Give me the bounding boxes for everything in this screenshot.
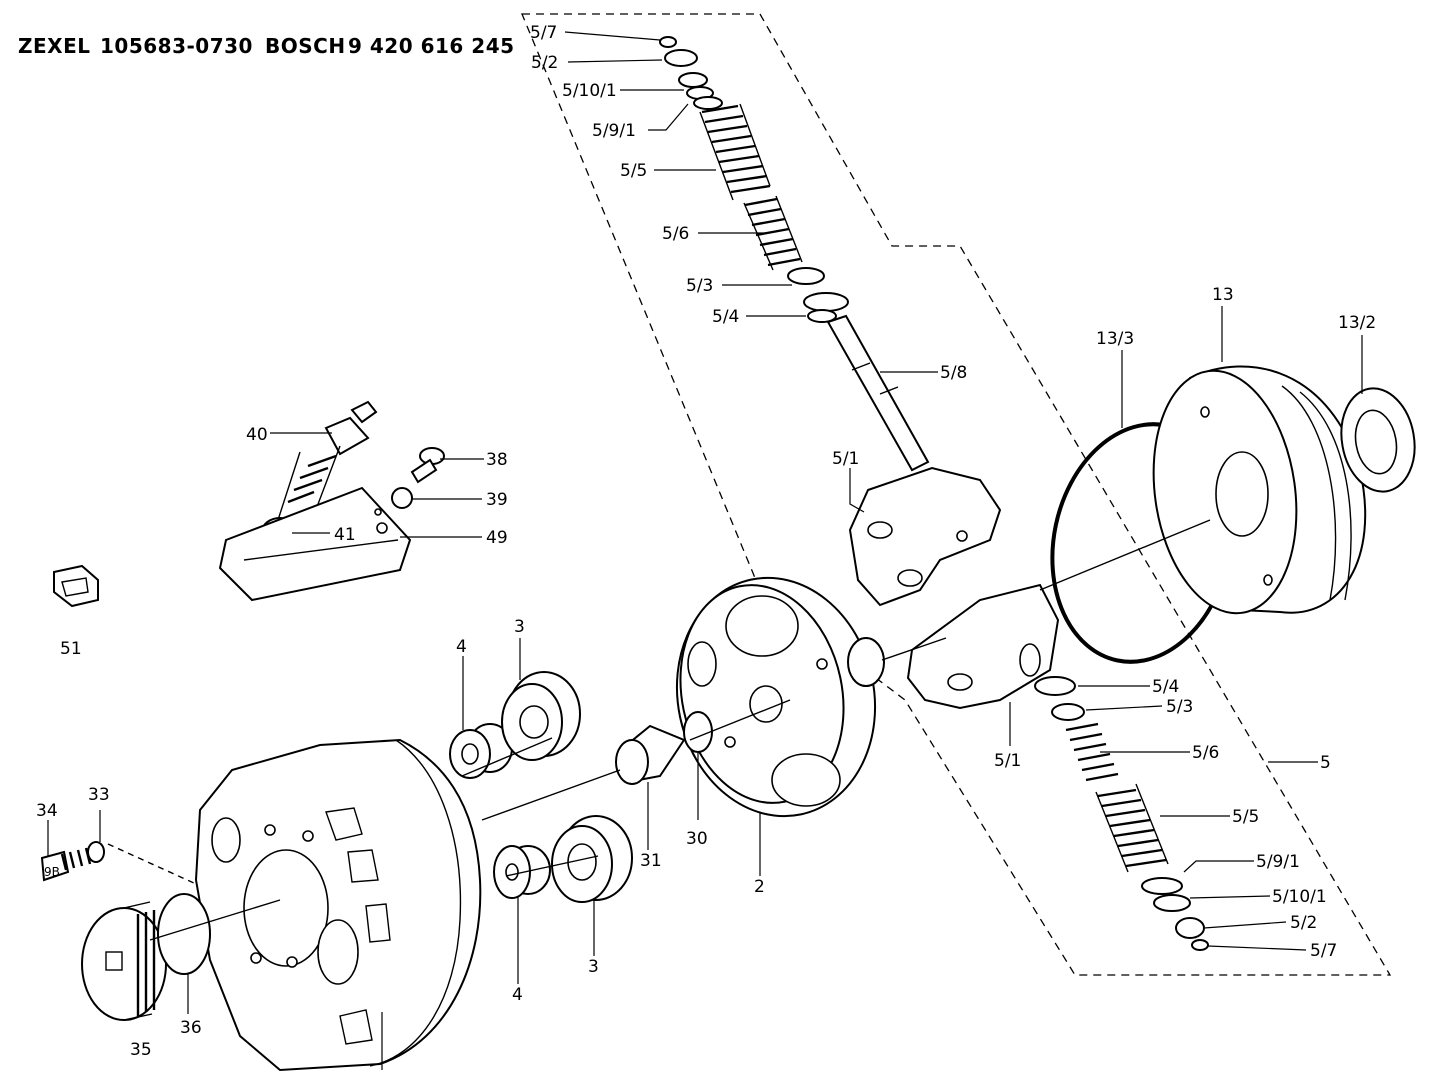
bushing xyxy=(615,724,686,785)
label-3-lower: 3 xyxy=(588,957,599,977)
bosch-part-number: 9 420 616 245 xyxy=(348,34,515,58)
sealing-ring xyxy=(157,893,211,975)
zexel-part-number: 105683-0730 xyxy=(100,34,253,58)
screw-and-washer xyxy=(391,447,445,509)
label-35: 35 xyxy=(130,1040,152,1060)
label-5-4-lower: 5/4 xyxy=(1152,677,1179,697)
roller-bearing-lower xyxy=(551,815,633,903)
pump-housing xyxy=(194,738,482,1072)
part-labels: 5/7 5/2 5/10/1 5/9/1 5/5 5/6 5/3 5/4 5/8… xyxy=(36,23,1376,1060)
label-39: 39 xyxy=(486,490,508,510)
center-axis-right xyxy=(1039,519,1211,591)
label-5-3-top: 5/3 xyxy=(686,276,713,296)
label-4-upper: 4 xyxy=(456,637,467,657)
bolt-guide-line xyxy=(107,843,197,885)
upper-spring-stack xyxy=(659,36,849,323)
mounting-plate xyxy=(218,486,412,602)
lower-piston-holder xyxy=(906,583,1060,710)
bolt-and-washer xyxy=(40,841,105,882)
roller-bearing-upper xyxy=(501,671,581,761)
label-5-4-top: 5/4 xyxy=(712,307,739,327)
label-4-lower: 4 xyxy=(512,985,523,1005)
label-5-5-top: 5/5 xyxy=(620,161,647,181)
thrust-washer xyxy=(683,711,713,753)
label-5-8: 5/8 xyxy=(940,363,967,383)
label-5-9-1-lower: 5/9/1 xyxy=(1256,852,1300,872)
label-5-7-top: 5/7 xyxy=(530,23,557,43)
label-38: 38 xyxy=(486,450,508,470)
bolt-stamp: 9B xyxy=(44,865,60,879)
label-5-2-top: 5/2 xyxy=(531,53,558,73)
label-5: 5 xyxy=(1320,753,1331,773)
brand-zexel: ZEXEL xyxy=(18,34,91,58)
label-13: 13 xyxy=(1212,285,1234,305)
label-5-5-lower: 5/5 xyxy=(1232,807,1259,827)
end-cover xyxy=(1152,365,1367,615)
label-33: 33 xyxy=(88,785,110,805)
label-5-7-lower: 5/7 xyxy=(1310,941,1337,961)
label-49: 49 xyxy=(486,528,508,548)
label-41: 41 xyxy=(334,525,356,545)
label-5-9-1-top: 5/9/1 xyxy=(592,121,636,141)
lower-spring-stack xyxy=(1034,676,1209,951)
upper-piston-holder xyxy=(848,466,1002,607)
label-5-3-lower: 5/3 xyxy=(1166,697,1193,717)
label-31: 31 xyxy=(640,851,662,871)
label-13-2: 13/2 xyxy=(1338,313,1376,333)
label-5-1-lower: 5/1 xyxy=(994,751,1021,771)
label-5-10-1-top: 5/10/1 xyxy=(562,81,617,101)
label-40: 40 xyxy=(246,425,268,445)
label-5-2-lower: 5/2 xyxy=(1290,913,1317,933)
leader-lines xyxy=(47,31,1363,1070)
label-36: 36 xyxy=(180,1018,202,1038)
label-5-10-1-lower: 5/10/1 xyxy=(1272,887,1327,907)
shaft-seal xyxy=(1340,387,1416,493)
label-51: 51 xyxy=(60,639,82,659)
assembly-5-boundary xyxy=(521,13,1392,976)
drive-plate xyxy=(675,576,885,818)
label-2: 2 xyxy=(754,877,765,897)
label-13-3: 13/3 xyxy=(1096,329,1134,349)
brand-bosch: BOSCH xyxy=(265,34,346,58)
label-3-upper: 3 xyxy=(514,617,525,637)
center-axis xyxy=(149,637,947,941)
label-5-1-top: 5/1 xyxy=(832,449,859,469)
label-30: 30 xyxy=(686,829,708,849)
label-5-6-lower: 5/6 xyxy=(1192,743,1219,763)
plunger-rod xyxy=(826,314,930,472)
label-5-6-top: 5/6 xyxy=(662,224,689,244)
label-34: 34 xyxy=(36,801,58,821)
end-plug xyxy=(81,901,167,1021)
roller-lower xyxy=(493,845,551,899)
retaining-clip xyxy=(53,564,99,608)
